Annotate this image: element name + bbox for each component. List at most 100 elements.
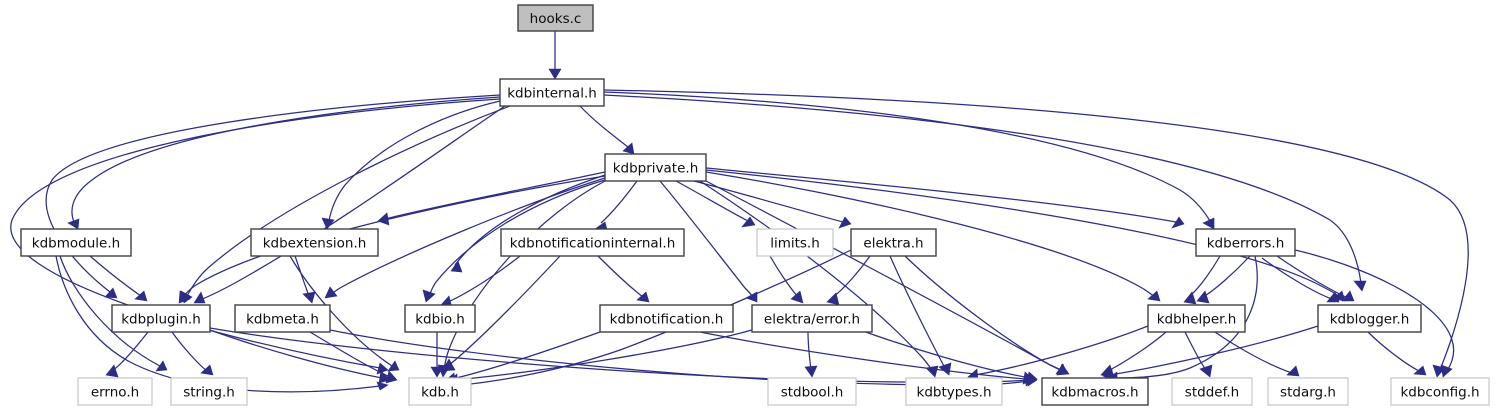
arrow-head-icon bbox=[441, 358, 456, 372]
edge-kdbmodule_h-to-kdbplugin_h bbox=[89, 255, 148, 302]
edge-line bbox=[1261, 257, 1333, 300]
edge-line bbox=[1189, 255, 1221, 297]
node-stddef-h[interactable]: stddef.h bbox=[1171, 377, 1253, 406]
edge-line bbox=[889, 255, 946, 369]
node-kdbnotification-h[interactable]: kdbnotification.h bbox=[599, 304, 734, 333]
node-kdberrors-h[interactable]: kdberrors.h bbox=[1195, 228, 1296, 257]
node-box[interactable] bbox=[850, 228, 937, 257]
arrow-head-icon bbox=[1183, 291, 1197, 305]
edge-kdbnotificationinternal_h-to-kdb_h bbox=[441, 255, 561, 372]
edge-line bbox=[384, 171, 606, 220]
edge-line bbox=[1109, 325, 1319, 376]
node-stdbool-h[interactable]: stdbool.h bbox=[767, 377, 857, 406]
edge-kdbnotificationinternal_h-to-kdbnotification_h bbox=[597, 255, 650, 303]
edge-line bbox=[1367, 331, 1420, 372]
arrow-head-icon bbox=[1326, 291, 1340, 303]
node-hooks-c[interactable]: hooks.c bbox=[517, 4, 594, 32]
arrow-head-icon bbox=[636, 291, 650, 303]
arrow-head-icon bbox=[1341, 290, 1355, 302]
node-elektra-h[interactable]: elektra.h bbox=[850, 228, 937, 257]
arrow-head-icon bbox=[741, 216, 756, 228]
node-box[interactable] bbox=[1317, 304, 1422, 333]
node-kdbmacros-h[interactable]: kdbmacros.h bbox=[1041, 377, 1149, 406]
arrow-head-icon bbox=[376, 381, 389, 391]
arrow-head-icon bbox=[1147, 290, 1161, 302]
node-box[interactable] bbox=[111, 304, 211, 333]
node-kdbinternal-h[interactable]: kdbinternal.h bbox=[499, 78, 605, 107]
arrow-head-icon bbox=[387, 360, 400, 372]
node-box[interactable] bbox=[250, 228, 379, 257]
node-stdarg-h[interactable]: stdarg.h bbox=[1267, 377, 1349, 406]
edge-layer bbox=[10, 31, 1469, 393]
edge-line bbox=[454, 174, 606, 266]
arrow-head-icon bbox=[1055, 363, 1068, 375]
node-kdbprivate-h[interactable]: kdbprivate.h bbox=[604, 153, 707, 182]
node-box[interactable] bbox=[604, 153, 707, 182]
arrow-head-icon bbox=[1171, 216, 1185, 229]
node-limits-h[interactable]: limits.h bbox=[756, 228, 834, 257]
node-elektra-error-h[interactable]: elektra/error.h bbox=[751, 304, 873, 333]
node-box[interactable] bbox=[500, 228, 685, 257]
node-kdbnotificationinternal-h[interactable]: kdbnotificationinternal.h bbox=[500, 228, 685, 257]
edge-kdbinternal_h-to-kdbprivate_h bbox=[579, 105, 635, 155]
node-box[interactable] bbox=[77, 377, 153, 406]
node-box[interactable] bbox=[1195, 228, 1296, 257]
edge-kdbmodule_h-to-kdb_h bbox=[55, 255, 389, 393]
node-box[interactable] bbox=[1147, 304, 1246, 333]
node-box[interactable] bbox=[1267, 377, 1349, 406]
node-box[interactable] bbox=[599, 304, 734, 333]
arrow-head-icon bbox=[790, 290, 804, 304]
node-box[interactable] bbox=[499, 78, 605, 107]
arrow-head-icon bbox=[324, 286, 338, 299]
arrow-head-icon bbox=[193, 291, 206, 304]
node-box[interactable] bbox=[767, 377, 857, 406]
edge-line bbox=[428, 179, 606, 297]
node-kdbio-h[interactable]: kdbio.h bbox=[404, 304, 476, 333]
node-box[interactable] bbox=[404, 304, 476, 333]
node-kdb-h[interactable]: kdb.h bbox=[408, 377, 472, 406]
node-box[interactable] bbox=[1171, 377, 1253, 406]
edge-kdbextension_h-to-kdbmeta_h bbox=[294, 255, 316, 304]
node-kdbmeta-h[interactable]: kdbmeta.h bbox=[234, 304, 331, 333]
node-box[interactable] bbox=[1390, 377, 1490, 406]
node-box[interactable] bbox=[1041, 377, 1149, 406]
node-layer: hooks.c kdbinternal.h kdbprivate.h kdbmodul… bbox=[20, 4, 1490, 406]
node-kdbtypes-h[interactable]: kdbtypes.h bbox=[905, 377, 1003, 406]
node-string-h[interactable]: string.h bbox=[170, 377, 248, 406]
edge-line bbox=[597, 255, 644, 298]
node-box[interactable] bbox=[751, 304, 873, 333]
node-box[interactable] bbox=[234, 304, 331, 333]
edge-kdbhelper_h-to-stddef_h bbox=[1184, 331, 1213, 378]
edge-line bbox=[705, 169, 1341, 298]
edge-line bbox=[71, 96, 501, 223]
node-kdblogger-h[interactable]: kdblogger.h bbox=[1317, 304, 1422, 333]
edge-line bbox=[689, 179, 844, 223]
edge-elektra_error_h-to-stdbool_h bbox=[804, 331, 818, 378]
node-kdbmodule-h[interactable]: kdbmodule.h bbox=[20, 228, 132, 257]
edge-line bbox=[705, 167, 1177, 223]
node-box[interactable] bbox=[20, 228, 132, 257]
node-kdbplugin-h[interactable]: kdbplugin.h bbox=[111, 304, 211, 333]
node-kdbextension-h[interactable]: kdbextension.h bbox=[250, 228, 379, 257]
node-box[interactable] bbox=[756, 228, 834, 257]
node-errno-h[interactable]: errno.h bbox=[77, 377, 153, 406]
edge-line bbox=[1114, 255, 1258, 379]
edge-kdbprivate_h-to-kdbhelper_h bbox=[705, 171, 1161, 302]
edge-line bbox=[659, 180, 754, 298]
edge-kdberrors_h-to-kdbconfig_h bbox=[1294, 249, 1455, 378]
node-box[interactable] bbox=[905, 377, 1003, 406]
node-box[interactable] bbox=[170, 377, 248, 406]
edge-line bbox=[171, 331, 208, 372]
arrow-head-icon bbox=[838, 216, 852, 229]
edge-line bbox=[59, 255, 161, 367]
node-kdbhelper-h[interactable]: kdbhelper.h bbox=[1147, 304, 1246, 333]
edge-kdbmeta_h-to-kdb_h bbox=[309, 331, 398, 384]
node-box[interactable] bbox=[408, 377, 472, 406]
edge-kdbmodule_h-to-string_h bbox=[59, 255, 168, 372]
node-kdbconfig-h[interactable]: kdbconfig.h bbox=[1390, 377, 1490, 406]
arrow-head-icon bbox=[804, 365, 818, 378]
edge-line bbox=[447, 255, 521, 303]
node-box[interactable] bbox=[517, 4, 594, 32]
edge-kdbinternal_h-to-kdblogger_h bbox=[603, 94, 1367, 292]
